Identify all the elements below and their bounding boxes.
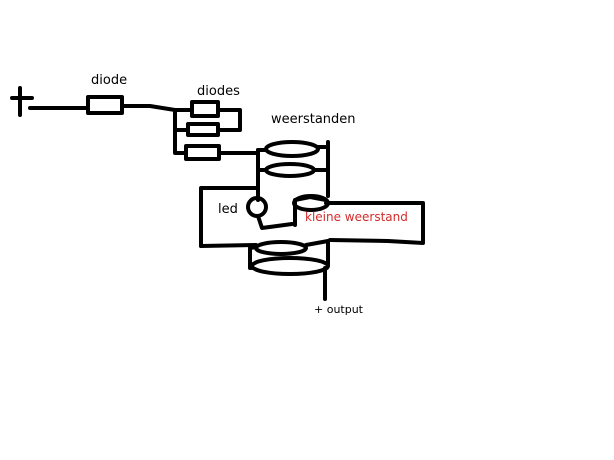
label-diode: diode (91, 73, 128, 88)
output-resistor-2-leads (250, 239, 330, 270)
label-kleine-weerstand: kleine weerstand (305, 210, 408, 224)
diodes-right-bus (216, 108, 242, 132)
small-resistor-right-wire (324, 201, 425, 245)
label-led: led (218, 202, 238, 217)
diode-component (86, 95, 124, 115)
led-wire-bottom (256, 214, 294, 230)
label-output: + output (314, 303, 363, 316)
led-wire-top (199, 186, 260, 248)
label-diodes: diodes (197, 84, 240, 99)
resistor-1 (264, 140, 320, 158)
diodes-left-bus (173, 108, 194, 155)
lower-bus-left (199, 243, 258, 248)
output-resistor-1 (254, 240, 308, 256)
label-weerstanden: weerstanden (271, 112, 356, 127)
input-plus-terminal (10, 86, 34, 117)
output-resistor-1-leads (248, 239, 330, 270)
diode-parallel-1 (190, 100, 220, 118)
resistor-2 (264, 162, 316, 178)
output-resistor-2 (250, 256, 330, 276)
diode-parallel-2 (186, 122, 220, 137)
resistor-1-leads (256, 145, 330, 152)
diode-parallel-3 (184, 144, 221, 161)
wire-diode-to-junction (120, 104, 177, 112)
